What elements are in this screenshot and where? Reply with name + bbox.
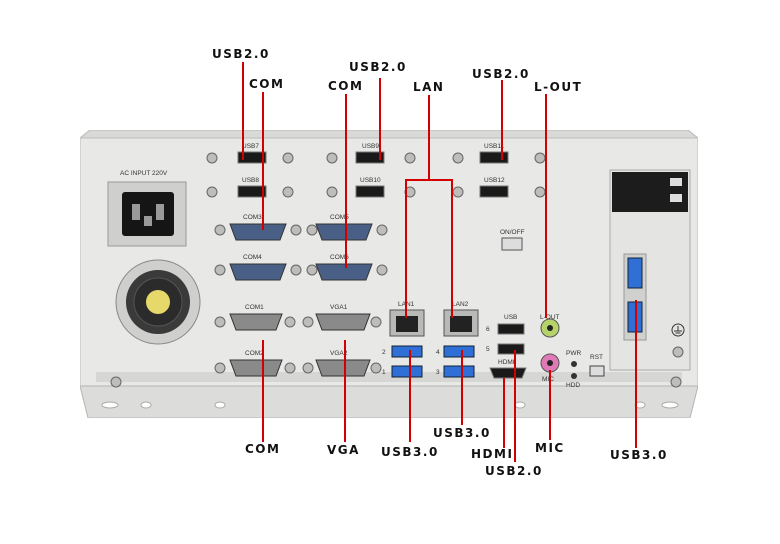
com3-label: COM3	[243, 214, 262, 221]
usb7-label: USB7	[242, 143, 259, 150]
com6-label: COM6	[330, 254, 349, 261]
usb9-label: USB9	[362, 143, 379, 150]
callout-lan: LAN	[413, 80, 445, 94]
usb-num-6: 6	[486, 326, 490, 333]
usb3-num-4: 4	[436, 349, 440, 356]
callout-usb20-right: USB2.0	[472, 67, 530, 81]
pwr-label: PWR	[566, 350, 582, 357]
mic-label: MIC	[542, 376, 554, 383]
screw-icon	[110, 152, 682, 388]
usb3-num-3: 3	[436, 369, 440, 376]
usb3-num-2: 2	[382, 349, 386, 356]
callout-usb20-mid: USB2.0	[349, 60, 407, 74]
callout-hdmi: HDMI	[471, 447, 514, 461]
callout-vga: VGA	[327, 443, 360, 457]
vga1-label: VGA1	[330, 304, 348, 311]
callout-usb20-bottom: USB2.0	[485, 464, 543, 478]
fan-icon	[115, 259, 201, 345]
onoff-label: ON/OFF	[500, 229, 525, 236]
callout-mic: MIC	[535, 441, 565, 455]
computer-rear-panel: AC INPUT 220V USB7 USB8 USB9 USB10 USB11…	[78, 124, 700, 419]
ground-icon	[671, 323, 685, 337]
usb3-num-1: 1	[382, 369, 386, 376]
com1-label: COM1	[245, 304, 264, 311]
ac-input-label: AC INPUT 220V	[120, 170, 168, 177]
usb8-label: USB8	[242, 177, 259, 184]
rst-label: RST	[590, 354, 603, 361]
lout-label: L-OUT	[540, 314, 560, 321]
callout-com-bottom: COM	[245, 442, 281, 456]
usb-num-5: 5	[486, 346, 490, 353]
usb12-label: USB12	[484, 177, 505, 184]
usb11-label: USB11	[484, 143, 505, 150]
hdd-label: HDD	[566, 382, 581, 389]
usb-label: USB	[504, 314, 518, 321]
com4-label: COM4	[243, 254, 262, 261]
usb10-label: USB10	[360, 177, 381, 184]
rear-panel-drawing	[78, 124, 700, 419]
callout-usb30-side: USB3.0	[610, 448, 668, 462]
callout-com-left: COM	[249, 77, 285, 91]
hdmi-label: HDMI	[498, 359, 515, 366]
callout-usb30-right: USB3.0	[433, 426, 491, 440]
com5-label: COM5	[330, 214, 349, 221]
callout-lout: L-OUT	[534, 80, 583, 94]
lan2-label: LAN2	[452, 301, 469, 308]
com2-label: COM2	[245, 350, 264, 357]
vga2-label: VGA2	[330, 350, 348, 357]
callout-com-mid: COM	[328, 79, 364, 93]
callout-usb30-mid: USB3.0	[381, 445, 439, 459]
callout-usb20-left: USB2.0	[212, 47, 270, 61]
